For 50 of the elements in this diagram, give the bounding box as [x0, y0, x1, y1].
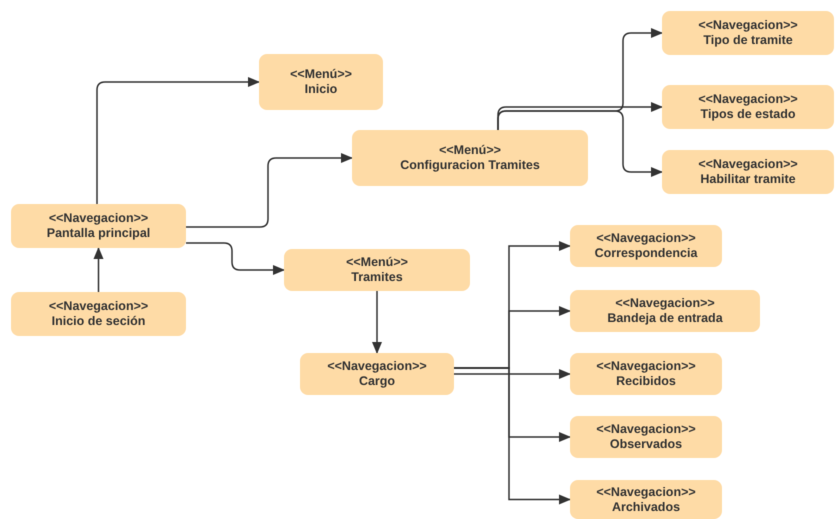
stereotype-label: <<Navegacion>>	[698, 157, 798, 172]
navigation-box	[11, 204, 186, 248]
stereotype-label: <<Navegacion>>	[596, 484, 696, 500]
stereotype-label: <<Navegacion>>	[615, 296, 715, 311]
screen-name: Inicio	[304, 82, 338, 97]
stereotype-label: <<Navegacion>>	[596, 359, 696, 374]
stereotype-label: <<Navegacion>>	[48, 299, 148, 314]
arrow	[497, 110, 663, 177]
stereotype-label: <<Navegacion>>	[698, 92, 798, 107]
navigation-box	[284, 249, 470, 291]
navigation-box	[662, 85, 834, 129]
arrow	[94, 247, 104, 292]
arrow	[372, 291, 382, 354]
stereotype-label: <<Menú>>	[346, 255, 408, 270]
navigation-box	[662, 11, 834, 55]
navigation-box	[662, 150, 834, 194]
navigation-box	[352, 130, 588, 186]
stereotype-label: <<Navegacion>>	[48, 211, 148, 226]
screen-name: Configuracion Tramites	[400, 158, 540, 173]
navigation-box	[259, 54, 383, 110]
screen-name: Pantalla principal	[46, 226, 150, 241]
screen-name: Archivados	[612, 500, 680, 514]
screen-name: Inicio de seción	[52, 314, 146, 329]
arrow	[186, 242, 285, 275]
arrow	[186, 153, 353, 228]
arrow	[454, 369, 571, 379]
screen-name: Recibidos	[616, 374, 676, 389]
screen-name: Tipo de tramite	[703, 33, 793, 48]
navigation-box	[570, 290, 760, 332]
navigation-box	[570, 353, 722, 395]
screen-name: Bandeja de entrada	[607, 311, 723, 326]
navigation-box	[570, 416, 722, 458]
arrow	[96, 77, 260, 204]
screen-name: Observados	[610, 437, 682, 452]
screen-name: Correspondencia	[594, 246, 698, 261]
stereotype-label: <<Menú>>	[290, 67, 352, 82]
screen-name: Cargo	[358, 374, 396, 389]
navigation-box	[570, 480, 722, 519]
stereotype-label: <<Menú>>	[439, 143, 501, 158]
navigation-box	[11, 292, 186, 336]
navigation-box	[300, 353, 454, 395]
arrow	[454, 367, 571, 504]
stereotype-label: <<Navegacion>>	[596, 422, 696, 437]
screen-name: Tipos de estado	[700, 107, 796, 122]
navigation-box	[570, 225, 722, 267]
screen-name: Tramites	[351, 270, 403, 285]
stereotype-label: <<Navegacion>>	[596, 231, 696, 246]
screen-name: Habilitar tramite	[700, 172, 796, 187]
stereotype-label: <<Navegacion>>	[698, 18, 798, 33]
stereotype-label: <<Navegacion>>	[327, 359, 427, 374]
